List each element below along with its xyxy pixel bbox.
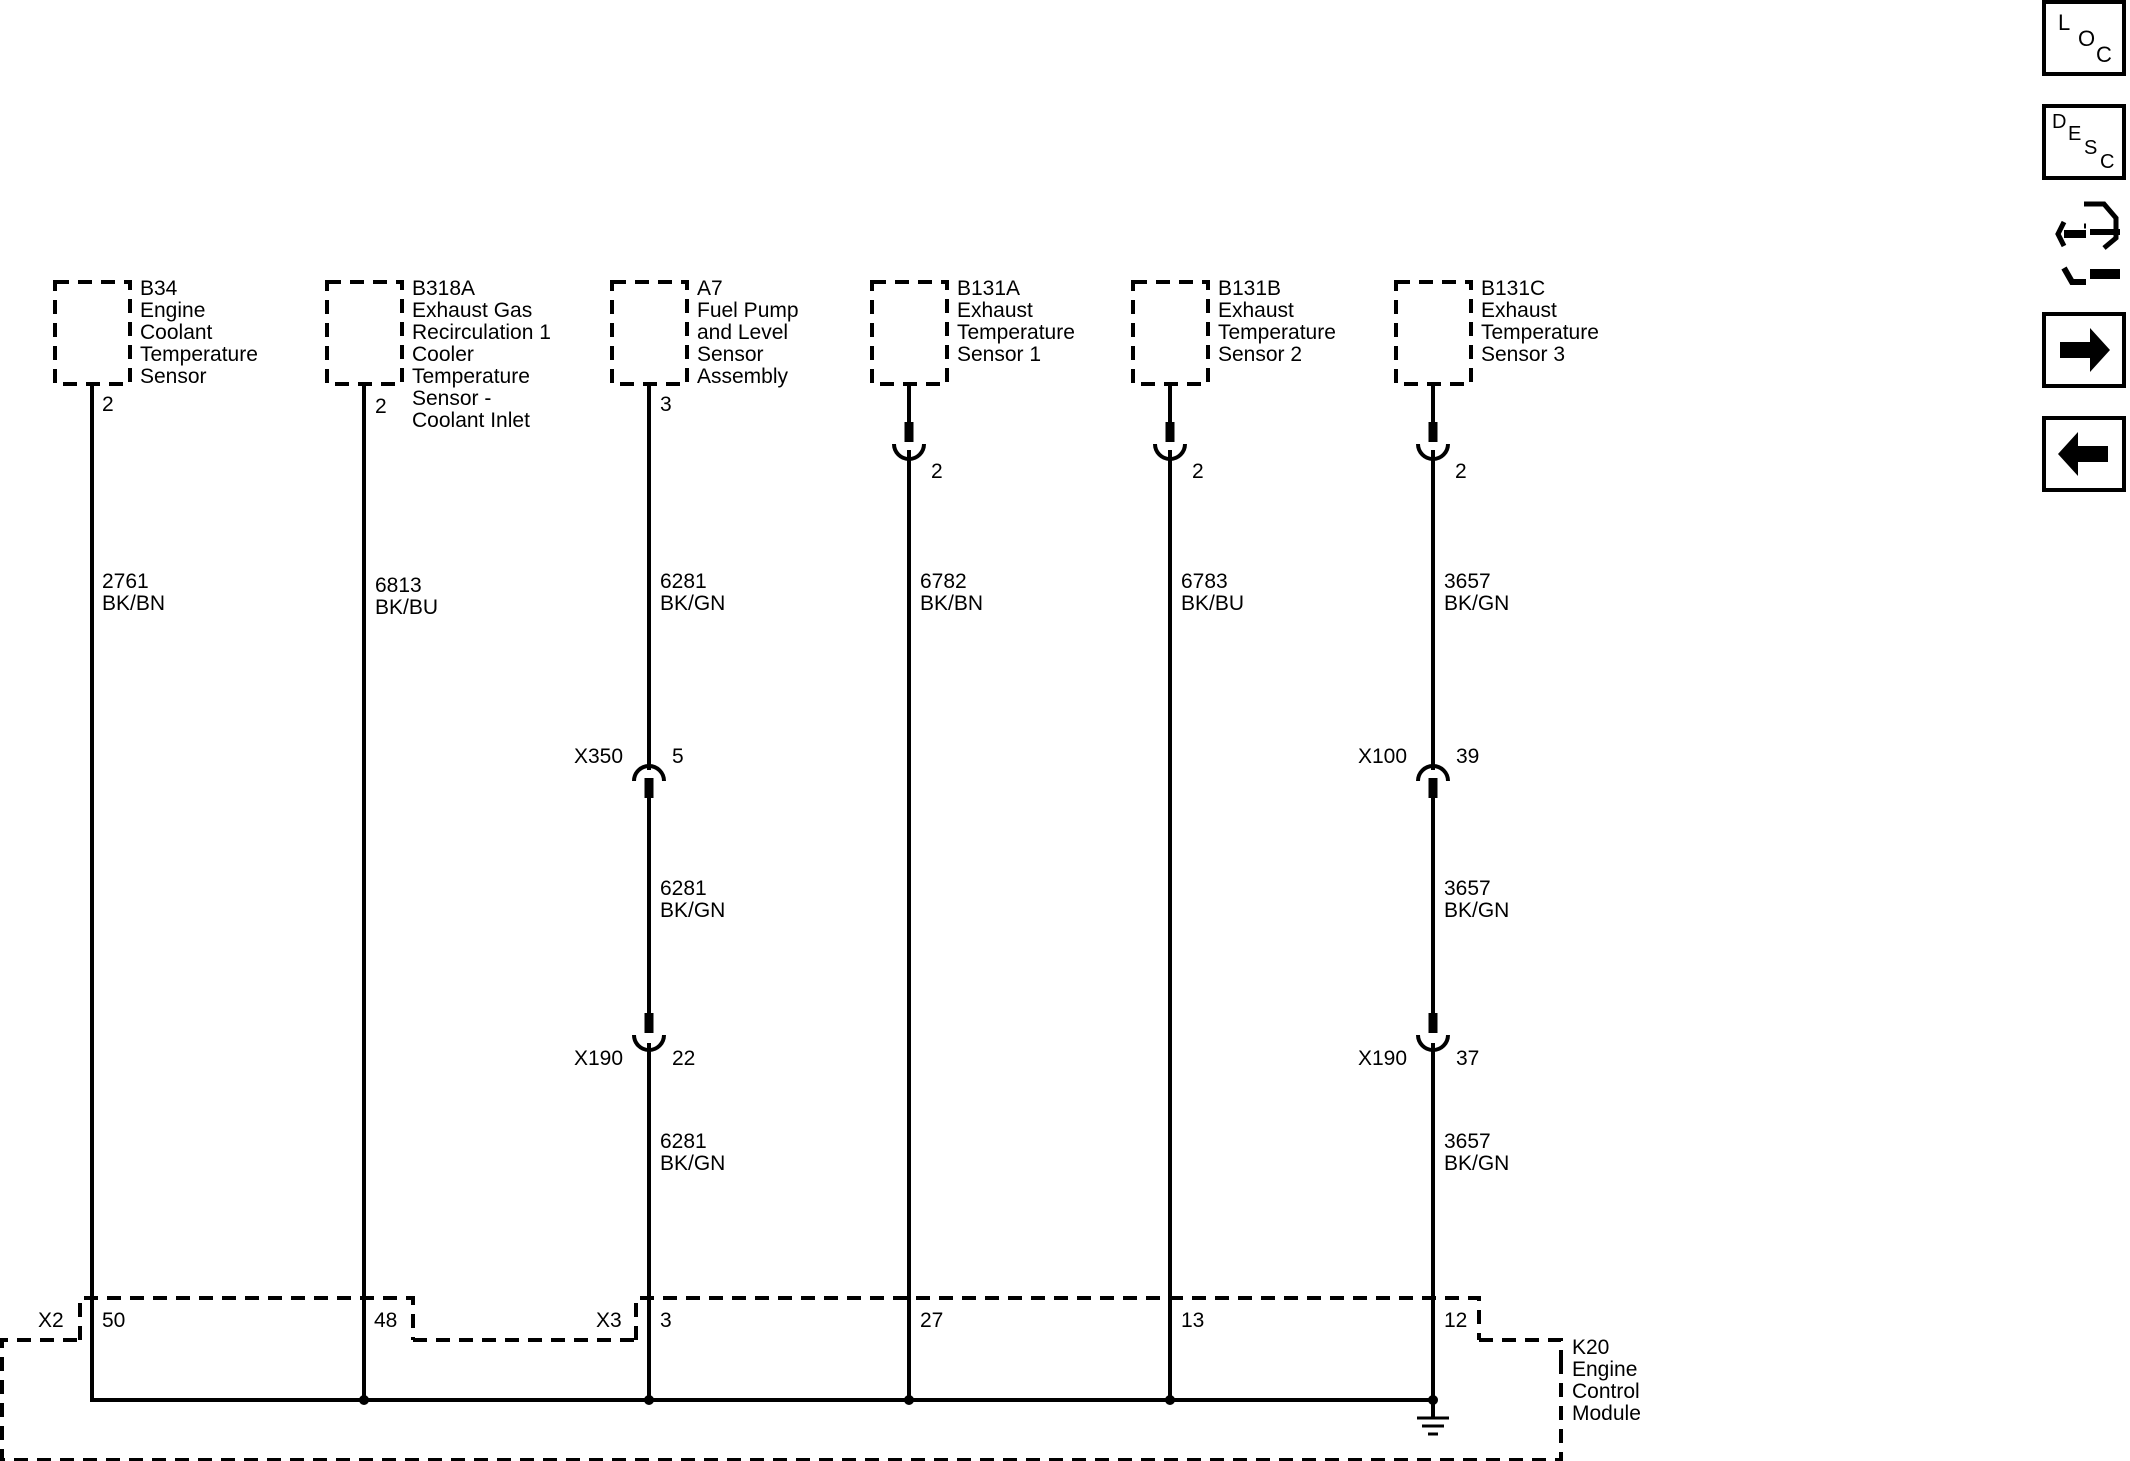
component-box-b131b bbox=[1131, 280, 1210, 386]
wire-label-3657-mid: 3657 BK/GN bbox=[1444, 877, 1509, 922]
wire-label-6281-low: 6281 BK/GN bbox=[660, 1130, 725, 1175]
inline-connector-pin: 37 bbox=[1456, 1047, 1479, 1070]
wire-label-6813: 6813 BK/BU bbox=[375, 574, 438, 619]
connector-icon-b131b bbox=[1153, 422, 1187, 461]
loc-letter: O bbox=[2078, 26, 2095, 51]
desc-letter: E bbox=[2068, 123, 2081, 145]
connector-icon-x190-a bbox=[632, 1013, 666, 1052]
inline-connector-pin: 22 bbox=[672, 1047, 695, 1070]
component-label-b131b: B131B Exhaust Temperature Sensor 2 bbox=[1218, 277, 1342, 366]
wire-label-6782: 6782 BK/BN bbox=[920, 570, 983, 615]
component-label-b131c: B131C Exhaust Temperature Sensor 3 bbox=[1481, 277, 1605, 366]
ecm-pin-27: 27 bbox=[920, 1309, 943, 1332]
inline-connector-name: X350 bbox=[574, 745, 623, 768]
connector-icon-b131c bbox=[1416, 422, 1450, 461]
pin-label: 3 bbox=[660, 393, 672, 416]
ecm-label: K20 Engine Control Module bbox=[1572, 1336, 1646, 1425]
ecm-pin-13: 13 bbox=[1181, 1309, 1204, 1332]
inline-connector-pin: 39 bbox=[1456, 745, 1479, 768]
wire-label-2761: 2761 BK/BN bbox=[102, 570, 165, 615]
pin-label: 2 bbox=[1192, 460, 1204, 483]
desc-letter: D bbox=[2052, 111, 2066, 133]
component-label-b318a: B318A Exhaust Gas Recirculation 1 Cooler… bbox=[412, 277, 557, 432]
desc-button[interactable]: D E S C bbox=[2042, 104, 2126, 180]
connector-icon-x100 bbox=[1416, 764, 1450, 798]
wire-label-3657: 3657 BK/GN bbox=[1444, 570, 1509, 615]
connector-box-x2 bbox=[78, 1296, 415, 1340]
ecm-connector-name-x3: X3 bbox=[596, 1309, 622, 1332]
inline-connector-pin: 5 bbox=[672, 745, 684, 768]
desc-letter: S bbox=[2084, 137, 2097, 159]
wire-label-6281-mid: 6281 BK/GN bbox=[660, 877, 725, 922]
inline-connector-name: X100 bbox=[1358, 745, 1407, 768]
connector-icon-b131a bbox=[892, 422, 926, 461]
wire-label-6783: 6783 BK/BU bbox=[1181, 570, 1244, 615]
component-box-b34 bbox=[53, 280, 132, 386]
ecm-pin-48: 48 bbox=[374, 1309, 397, 1332]
ecm-connector-name-x2: X2 bbox=[38, 1309, 64, 1332]
pin-label: 2 bbox=[1455, 460, 1467, 483]
loc-button[interactable]: L O C bbox=[2042, 0, 2126, 76]
ecm-pin-3: 3 bbox=[660, 1309, 672, 1332]
component-box-b131c bbox=[1394, 280, 1473, 386]
inline-connector-name: X190 bbox=[574, 1047, 623, 1070]
ecm-pin-50: 50 bbox=[102, 1309, 125, 1332]
inline-connector-name: X190 bbox=[1358, 1047, 1407, 1070]
component-box-a7 bbox=[610, 280, 689, 386]
arrow-right-icon[interactable] bbox=[2042, 312, 2126, 388]
pin-label: 2 bbox=[102, 393, 114, 416]
connector-icon-x350 bbox=[632, 764, 666, 798]
pin-label: 2 bbox=[375, 395, 387, 418]
pin-label: 2 bbox=[931, 460, 943, 483]
loc-letter: L bbox=[2058, 10, 2070, 35]
wire-label-3657-low: 3657 BK/GN bbox=[1444, 1130, 1509, 1175]
connector-box-x3 bbox=[634, 1296, 1481, 1340]
component-box-b318a bbox=[325, 280, 404, 386]
ground-icon bbox=[1417, 1416, 1449, 1436]
component-label-a7: A7 Fuel Pump and Level Sensor Assembly bbox=[697, 277, 804, 388]
component-box-b131a bbox=[870, 280, 949, 386]
ecm-pin-12: 12 bbox=[1444, 1309, 1467, 1332]
ecm-outline bbox=[0, 1338, 1563, 1461]
splice-dot bbox=[1165, 1395, 1175, 1405]
wire-label-6281: 6281 BK/GN bbox=[660, 570, 725, 615]
component-label-b131a: B131A Exhaust Temperature Sensor 1 bbox=[957, 277, 1081, 366]
splice-dot bbox=[1428, 1395, 1438, 1405]
connector-icon-x190-b bbox=[1416, 1013, 1450, 1052]
splice-dot bbox=[359, 1395, 369, 1405]
arrow-left-icon[interactable] bbox=[2042, 416, 2126, 492]
splice-dot bbox=[644, 1395, 654, 1405]
splice-dot bbox=[904, 1395, 914, 1405]
component-label-b34: B34 Engine Coolant Temperature Sensor bbox=[140, 277, 264, 388]
connector-end-view-icon[interactable] bbox=[2055, 201, 2120, 285]
desc-letter: C bbox=[2100, 151, 2114, 173]
loc-letter: C bbox=[2096, 42, 2112, 67]
